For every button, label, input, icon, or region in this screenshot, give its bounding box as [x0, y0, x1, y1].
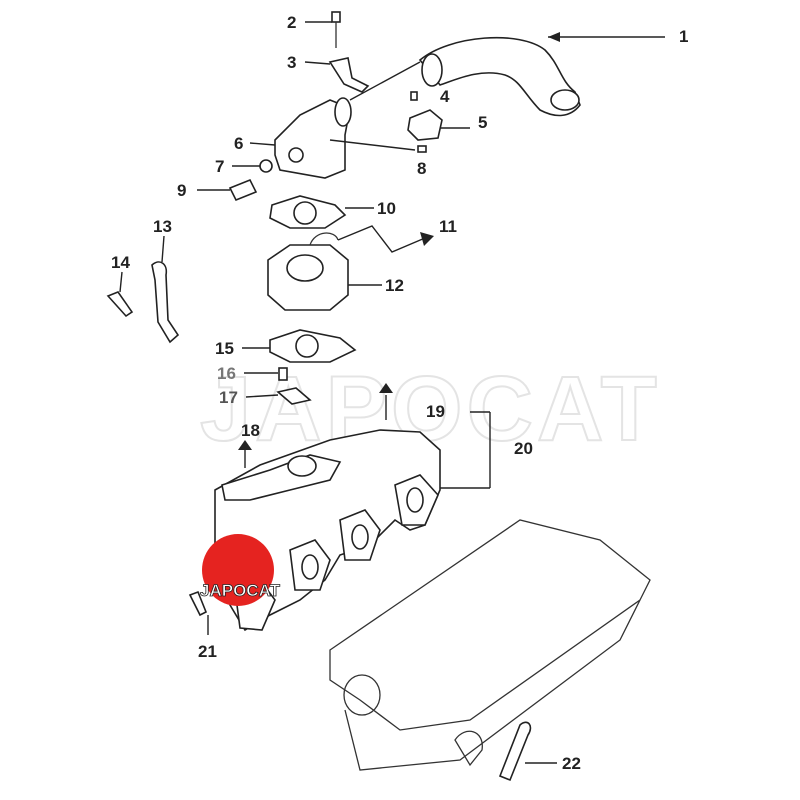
part-3-bracket[interactable] [328, 57, 370, 93]
callout-4: 4 [440, 87, 450, 106]
part-21-bolt[interactable] [188, 590, 208, 617]
japocat-logo: JAPOCAT [200, 534, 281, 606]
arrow-11 [420, 232, 434, 246]
callout-10: 10 [377, 199, 396, 218]
part-1-hose[interactable] [418, 36, 581, 117]
callout-5: 5 [478, 113, 487, 132]
part-12-thermostat-housing[interactable] [267, 232, 349, 311]
callout-17: 17 [219, 388, 238, 407]
cylinder-head [329, 519, 651, 771]
part-10-gasket[interactable] [269, 195, 347, 229]
part-14-bolt[interactable] [106, 291, 134, 318]
part-15-gasket[interactable] [269, 329, 357, 363]
callout-22: 22 [562, 754, 581, 773]
callout-15: 15 [215, 339, 234, 358]
callout-3: 3 [287, 53, 296, 72]
part-5-sensor[interactable] [407, 91, 443, 153]
callout-21: 21 [198, 642, 217, 661]
part-22-bracket[interactable] [498, 721, 532, 782]
callout-1: 1 [679, 27, 688, 46]
callout-20: 20 [514, 439, 533, 458]
callout-19: 19 [426, 402, 445, 421]
callout-14: 14 [111, 253, 130, 272]
part-7-washer[interactable] [259, 159, 273, 173]
part-13-bracket[interactable] [151, 261, 180, 344]
callout-12: 12 [385, 276, 404, 295]
callout-18: 18 [241, 421, 260, 440]
part-9-temp-sensor[interactable] [228, 178, 258, 202]
part-6-water-outlet[interactable] [274, 97, 352, 179]
part-16-bolt[interactable] [278, 367, 288, 381]
callout-6: 6 [234, 134, 243, 153]
callout-13: 13 [153, 217, 172, 236]
callout-9: 9 [177, 181, 186, 200]
arrow-18 [238, 440, 252, 450]
callout-8: 8 [417, 159, 426, 178]
callout-11: 11 [439, 217, 457, 236]
callout-7: 7 [215, 157, 224, 176]
part-2-bolt[interactable] [331, 11, 341, 48]
part-17-bracket[interactable] [276, 387, 312, 405]
arrow-19 [379, 383, 393, 393]
callout-16: 16 [217, 364, 236, 383]
callout-2: 2 [287, 13, 296, 32]
logo-text: JAPOCAT [200, 581, 281, 600]
